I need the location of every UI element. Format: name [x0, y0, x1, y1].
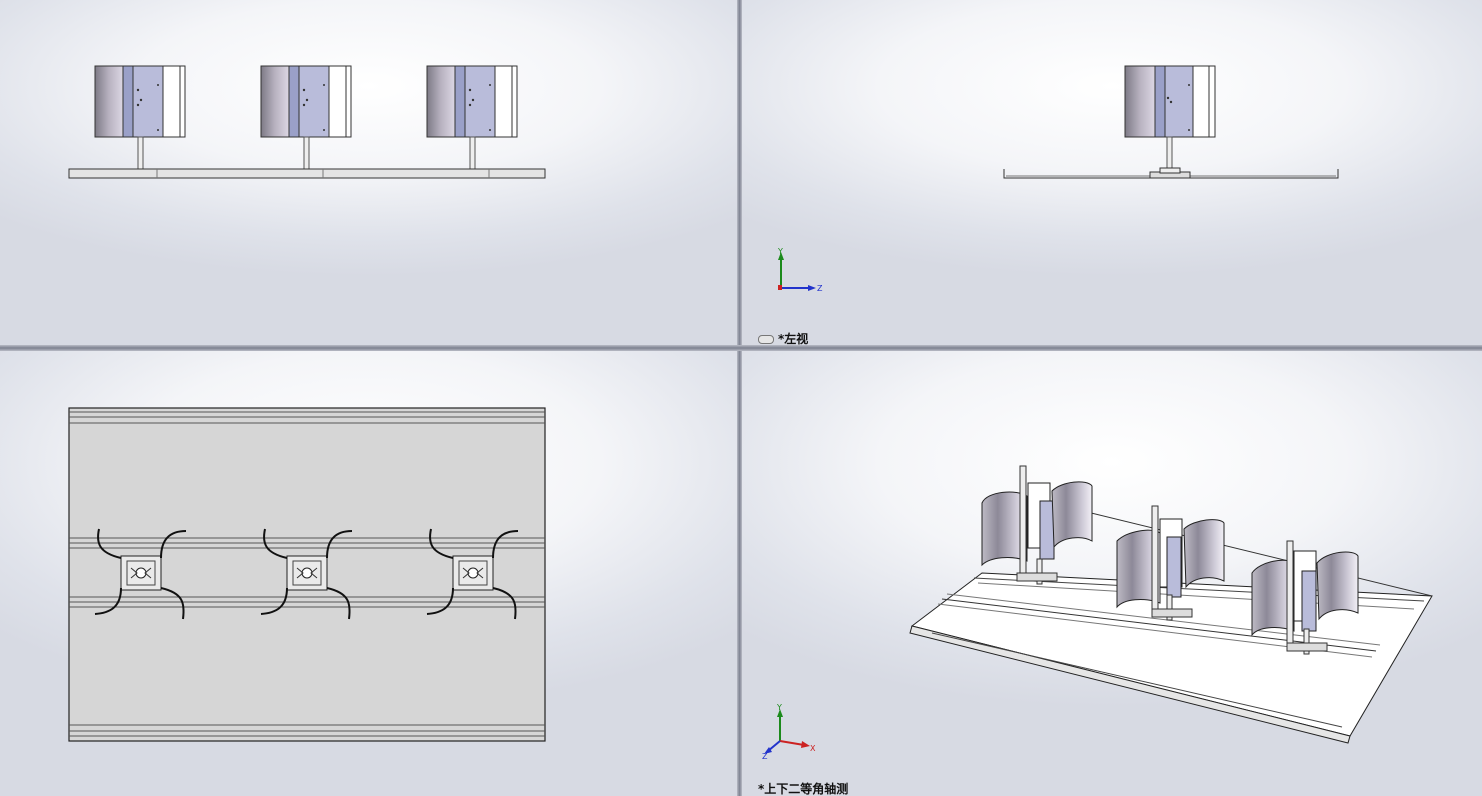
front-view-model: [68, 65, 546, 179]
viewport-splitter-vertical[interactable]: [737, 0, 742, 796]
triad-y-label: Y: [777, 247, 783, 256]
turbine-front-1: [94, 65, 186, 170]
view-orientation-label[interactable]: *左视: [758, 330, 808, 345]
viewport-front[interactable]: [0, 0, 737, 345]
turbine-left-view: [1124, 65, 1216, 171]
viewport-splitter-horizontal[interactable]: [0, 345, 1482, 351]
left-view-model: [1003, 65, 1339, 179]
base-channel-left-view: [1003, 167, 1339, 179]
rotor-top-3: [426, 528, 519, 620]
rotor-isometric-3: [1251, 540, 1359, 655]
link-chain-icon: [758, 335, 774, 344]
view-name-left: *左视: [778, 332, 809, 345]
triad-z-label: Z: [817, 284, 823, 293]
rotor-isometric-2: [1116, 505, 1225, 621]
view-orientation-label-iso[interactable]: *上下二等角轴测: [758, 782, 849, 796]
viewport-left[interactable]: Y Z *左视: [742, 0, 1482, 345]
triad-x-label: X: [810, 744, 816, 753]
coordinate-triad-icon: Y X Z: [762, 703, 816, 759]
rotor-isometric-1: [981, 465, 1093, 585]
rotor-top-1: [94, 528, 187, 620]
coordinate-triad-icon: Y Z: [777, 247, 823, 293]
viewport-top[interactable]: [0, 351, 737, 796]
rotor-top-2: [260, 528, 353, 620]
triad-y-label: Y: [776, 703, 782, 712]
viewport-isometric[interactable]: Y X Z *上下二等角轴测: [742, 351, 1482, 796]
isometric-view-model: [909, 465, 1433, 744]
turbine-front-3: [426, 65, 518, 170]
triad-z-label: Z: [762, 752, 768, 759]
turbine-front-2: [260, 65, 352, 170]
top-view-model: [68, 407, 546, 742]
base-plate-front: [68, 168, 546, 179]
